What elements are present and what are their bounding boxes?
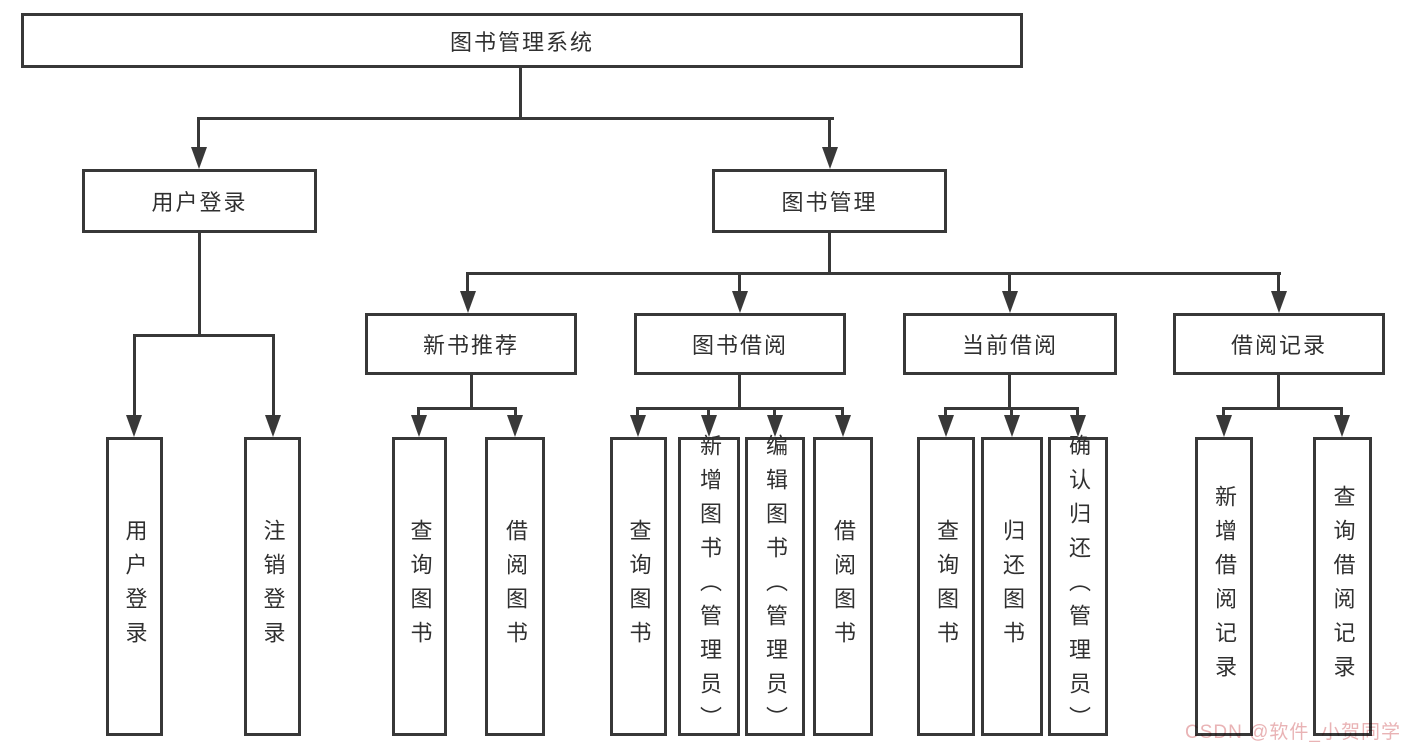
node-book-borrowing: 图书借阅 <box>634 313 846 375</box>
leaf-records-query-record-label: 查询借阅记录 <box>1330 484 1356 689</box>
leaf-records-add-record-label: 新增借阅记录 <box>1212 484 1237 689</box>
connector-line <box>470 375 473 410</box>
node-current-borrowing: 当前借阅 <box>903 313 1117 375</box>
node-user-login: 用户登录 <box>82 169 317 233</box>
connector-line <box>828 233 831 275</box>
arrow-down-icon <box>701 415 717 437</box>
connector-line <box>417 407 420 419</box>
csdn-watermark: CSDN @软件_小贺同学 <box>1185 722 1401 743</box>
node-new-book-recommend: 新书推荐 <box>365 313 577 375</box>
connector-line <box>738 272 741 294</box>
connector-line <box>828 117 831 150</box>
leaf-logout: 注销登录 <box>244 437 301 736</box>
leaf-recommend-borrow-books: 借阅图书 <box>485 437 545 736</box>
arrow-down-icon <box>732 291 748 313</box>
arrow-down-icon <box>630 415 646 437</box>
leaf-borrow-borrow-books: 借阅图书 <box>813 437 873 736</box>
leaf-current-query-books: 查询图书 <box>917 437 975 736</box>
connector-line <box>466 272 469 294</box>
node-borrowing-records-label: 借阅记录 <box>1230 333 1327 358</box>
leaf-logout-label: 注销登录 <box>260 518 286 655</box>
leaf-current-return-books: 归还图书 <box>981 437 1043 736</box>
node-user-login-label: 用户登录 <box>151 190 248 215</box>
arrow-down-icon <box>1070 415 1086 437</box>
connector-line <box>1008 272 1011 294</box>
leaf-recommend-query-books-label: 查询图书 <box>407 518 433 655</box>
connector-line <box>418 407 517 410</box>
arrow-down-icon <box>191 147 207 169</box>
leaf-records-query-record: 查询借阅记录 <box>1313 437 1372 736</box>
node-book-management: 图书管理 <box>712 169 947 233</box>
connector-line <box>637 407 844 410</box>
node-current-borrowing-label: 当前借阅 <box>961 333 1058 358</box>
connector-line <box>944 407 947 419</box>
arrow-down-icon <box>835 415 851 437</box>
arrow-down-icon <box>126 415 142 437</box>
connector-line <box>197 117 200 150</box>
node-book-borrowing-label: 图书借阅 <box>691 333 788 358</box>
leaf-borrow-add-books-admin: 新增图书（管理员） <box>678 434 740 740</box>
arrow-down-icon <box>1004 415 1020 437</box>
leaf-borrow-edit-books-admin: 编辑图书（管理员） <box>745 434 805 740</box>
connector-line <box>738 375 741 410</box>
leaf-borrow-borrow-books-label: 借阅图书 <box>831 518 856 655</box>
connector-line <box>272 334 275 418</box>
connector-line <box>773 407 776 419</box>
connector-line <box>1340 407 1343 419</box>
leaf-user-login: 用户登录 <box>106 437 163 736</box>
connector-line <box>519 66 522 118</box>
leaf-recommend-borrow-books-label: 借阅图书 <box>503 518 528 655</box>
connector-line <box>1076 407 1079 419</box>
arrow-down-icon <box>507 415 523 437</box>
leaf-current-confirm-return-admin-label: 确认归还（管理员） <box>1066 433 1091 740</box>
arrow-down-icon <box>460 291 476 313</box>
connector-line <box>636 407 639 419</box>
leaf-recommend-query-books: 查询图书 <box>392 437 447 736</box>
connector-line <box>467 272 1281 275</box>
connector-line <box>1277 375 1280 410</box>
connector-line <box>707 407 710 419</box>
arrow-down-icon <box>1002 291 1018 313</box>
leaf-current-confirm-return-admin: 确认归还（管理员） <box>1048 434 1108 740</box>
arrow-down-icon <box>1271 291 1287 313</box>
arrow-down-icon <box>265 415 281 437</box>
leaf-borrow-edit-books-admin-label: 编辑图书（管理员） <box>763 433 788 740</box>
node-new-book-recommend-label: 新书推荐 <box>422 333 519 358</box>
arrow-down-icon <box>1334 415 1350 437</box>
connector-line <box>841 407 844 419</box>
connector-line <box>133 334 275 337</box>
leaf-records-add-record: 新增借阅记录 <box>1195 437 1253 736</box>
leaf-user-login-label: 用户登录 <box>122 518 148 655</box>
node-borrowing-records: 借阅记录 <box>1173 313 1385 375</box>
node-book-management-label: 图书管理 <box>781 190 878 215</box>
connector-line <box>1277 272 1280 294</box>
connector-line <box>1222 407 1225 419</box>
leaf-borrow-add-books-admin-label: 新增图书（管理员） <box>697 433 722 740</box>
connector-line <box>198 117 834 120</box>
connector-line <box>198 233 201 337</box>
leaf-current-query-books-label: 查询图书 <box>934 518 959 655</box>
connector-line <box>1010 407 1013 419</box>
leaf-borrow-query-books: 查询图书 <box>610 437 667 736</box>
node-root-label: 图书管理系统 <box>449 29 594 55</box>
connector-line <box>1223 407 1343 410</box>
connector-line <box>133 334 136 418</box>
arrow-down-icon <box>767 415 783 437</box>
node-root: 图书管理系统 <box>21 13 1023 68</box>
connector-line <box>1008 375 1011 410</box>
connector-line <box>514 407 517 419</box>
arrow-down-icon <box>938 415 954 437</box>
arrow-down-icon <box>411 415 427 437</box>
leaf-borrow-query-books-label: 查询图书 <box>626 518 652 655</box>
arrow-down-icon <box>1216 415 1232 437</box>
leaf-current-return-books-label: 归还图书 <box>1000 518 1025 655</box>
arrow-down-icon <box>822 147 838 169</box>
